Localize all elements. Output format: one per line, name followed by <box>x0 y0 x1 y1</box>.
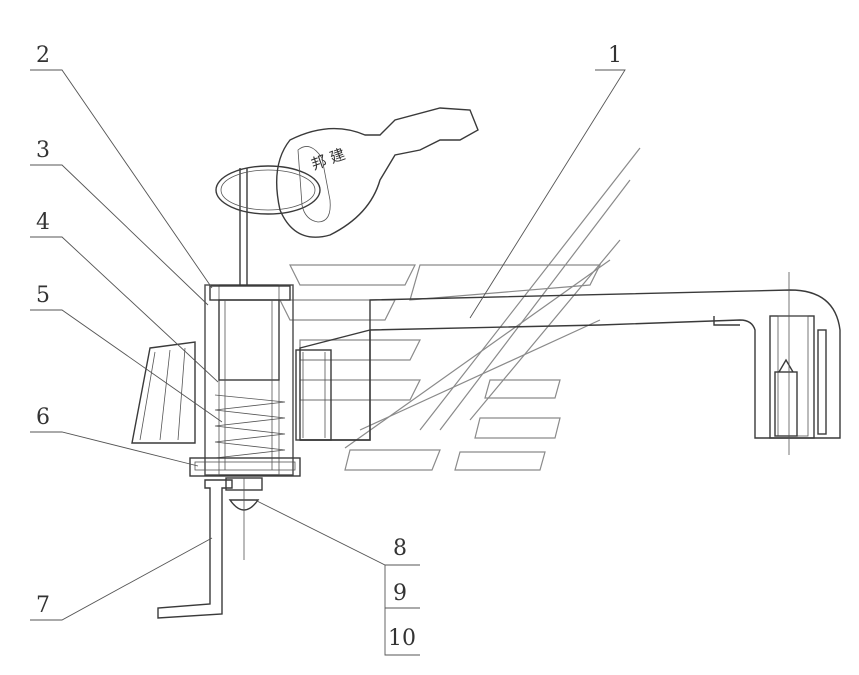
label-2: 2 <box>36 43 50 68</box>
label-4: 4 <box>36 210 50 235</box>
label-1: 1 <box>608 43 622 68</box>
label-3: 3 <box>36 138 50 163</box>
label-7: 7 <box>36 593 50 618</box>
leader-lines <box>30 69 626 656</box>
label-6: 6 <box>36 405 50 430</box>
handle-body <box>299 272 841 455</box>
label-9: 9 <box>393 581 407 606</box>
mounting-bracket <box>157 479 233 619</box>
lock-cylinder <box>189 168 332 560</box>
label-8: 8 <box>393 536 407 561</box>
left-bracket <box>131 341 196 444</box>
label-10: 10 <box>388 626 416 651</box>
key: 邦 建 <box>215 107 479 238</box>
label-5: 5 <box>36 283 50 308</box>
watermark-logo <box>279 147 641 471</box>
